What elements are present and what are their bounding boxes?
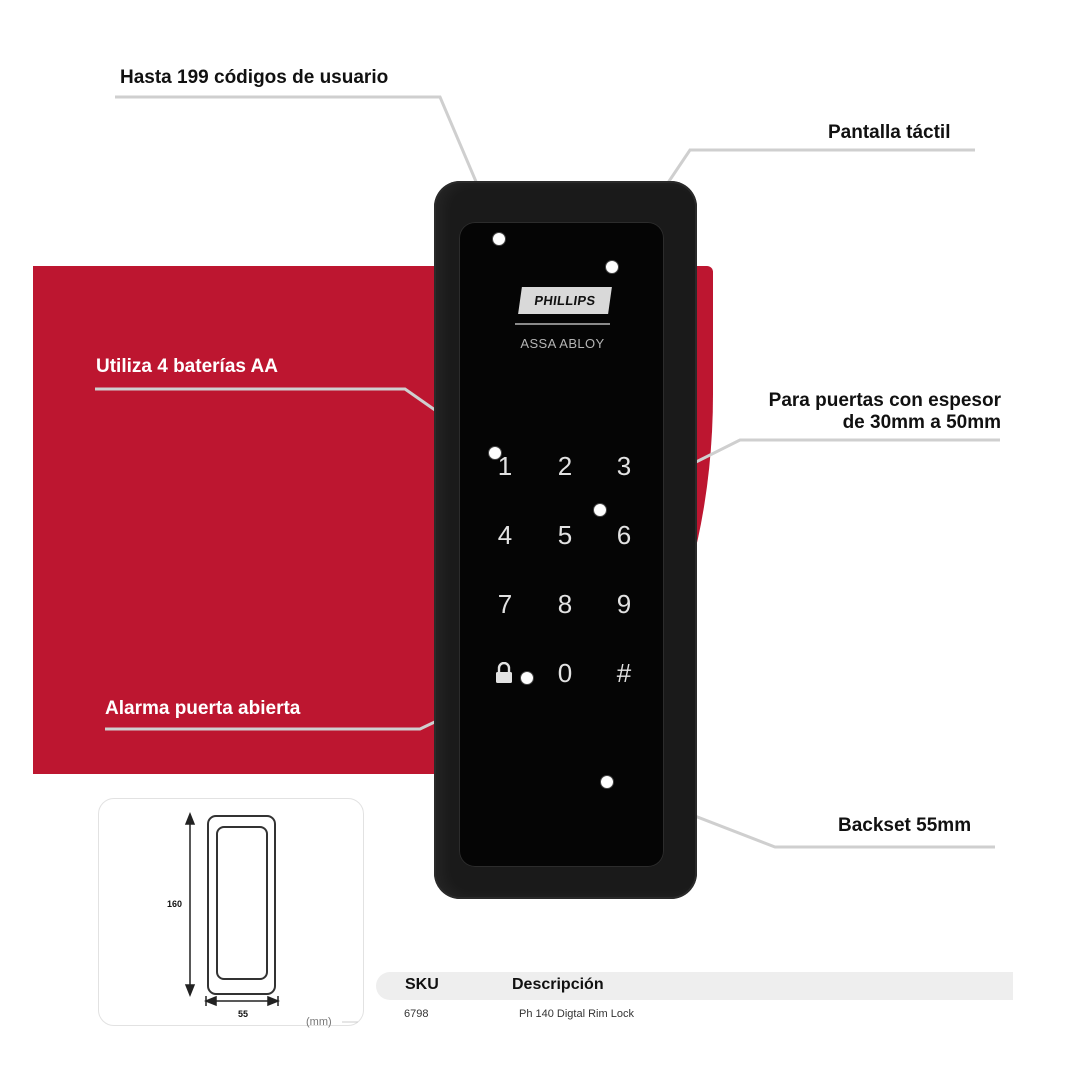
- sub-brand: ASSA ABLOY: [520, 336, 605, 351]
- callout-dot-batteries: [488, 446, 502, 460]
- table-header-description: Descripción: [512, 976, 604, 993]
- key-4[interactable]: 4: [497, 520, 513, 550]
- key-7[interactable]: 7: [497, 589, 513, 619]
- dimension-card: [98, 798, 364, 1026]
- feature-touch-screen: Pantalla táctil: [828, 122, 951, 143]
- key-6[interactable]: 6: [616, 520, 632, 550]
- key-3[interactable]: 3: [616, 451, 632, 481]
- key-5[interactable]: 5: [557, 520, 573, 550]
- callout-dot-touch-screen: [605, 260, 619, 274]
- key-0[interactable]: 0: [557, 658, 573, 688]
- feature-alarm: Alarma puerta abierta: [105, 698, 301, 719]
- callout-dot-user-codes: [492, 232, 506, 246]
- key-1[interactable]: 1: [497, 451, 513, 481]
- dimension-width: 55: [238, 1009, 249, 1019]
- logo-divider: [515, 323, 610, 325]
- table-cell-description: Ph 140 Digtal Rim Lock: [519, 1008, 634, 1020]
- padlock-icon[interactable]: [494, 662, 514, 684]
- callout-dot-door-thickness: [593, 503, 607, 517]
- table-header-sku: SKU: [405, 976, 439, 993]
- key-2[interactable]: 2: [557, 451, 573, 481]
- feature-door-thickness: Para puertas con espesor de 30mm a 50mm: [720, 390, 1001, 434]
- dimension-unit: (mm): [306, 1016, 332, 1028]
- dimension-outline-inner: [216, 826, 268, 980]
- key-9[interactable]: 9: [616, 589, 632, 619]
- dimension-height: 160: [167, 899, 183, 909]
- callout-dot-alarm: [520, 671, 534, 685]
- table-cell-sku: 6798: [404, 1008, 429, 1020]
- feature-door-thickness-line2: de 30mm a 50mm: [842, 412, 1001, 433]
- feature-user-codes: Hasta 199 códigos de usuario: [120, 67, 389, 88]
- dimension-outline-outer: [207, 815, 276, 995]
- table-header: [376, 972, 1013, 1000]
- feature-door-thickness-line1: Para puertas con espesor: [768, 390, 1001, 411]
- keypad-panel: [459, 222, 664, 867]
- feature-backset: Backset 55mm: [838, 815, 972, 836]
- key-8[interactable]: 8: [557, 589, 573, 619]
- key-hash[interactable]: #: [616, 658, 632, 688]
- callout-dot-backset: [600, 775, 614, 789]
- feature-batteries: Utiliza 4 baterías AA: [96, 356, 278, 377]
